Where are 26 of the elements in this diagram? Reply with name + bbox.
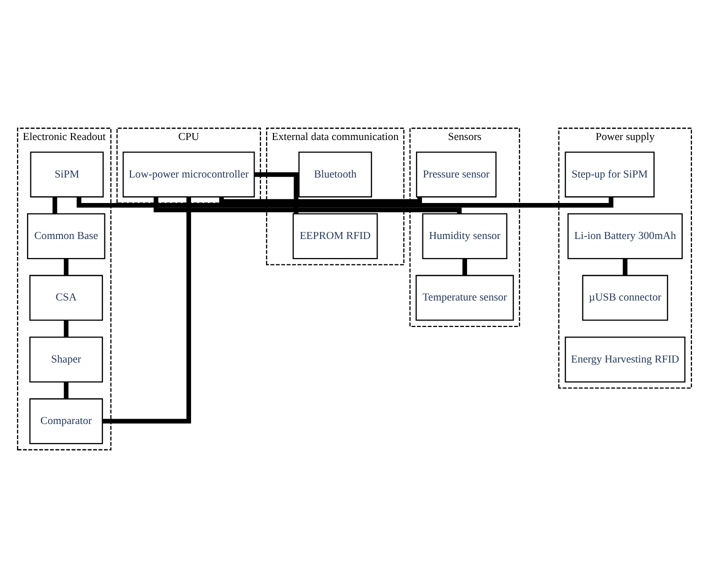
- connector: [622, 258, 628, 276]
- node-box: Low-power microcontroller: [122, 152, 255, 198]
- connector: [64, 382, 68, 399]
- node-box: Energy Harvesting RFID: [564, 336, 686, 382]
- node-box: µUSB connector: [582, 274, 668, 321]
- connector: [64, 320, 68, 338]
- connector: [219, 197, 422, 204]
- node-box: Pressure sensor: [416, 152, 497, 198]
- node-box: Humidity sensor: [422, 213, 508, 260]
- connector: [52, 197, 58, 214]
- node-box: Bluetooth: [298, 152, 372, 198]
- node-box: CSA: [29, 274, 103, 321]
- node-box: Shaper: [29, 336, 103, 382]
- connector: [462, 258, 468, 276]
- node-box: SiPM: [30, 152, 104, 198]
- connector: [254, 172, 298, 214]
- connector: [64, 258, 68, 276]
- node-box: EEPROM RFID: [292, 213, 378, 260]
- node-box: Common Base: [27, 213, 106, 260]
- node-box: Comparator: [29, 398, 103, 444]
- node-box: Li-ion Battery 300mAh: [567, 213, 683, 260]
- connector: [76, 196, 614, 208]
- connector: [102, 197, 192, 424]
- connector: [154, 196, 462, 214]
- node-box: Step-up for SiPM: [564, 152, 655, 198]
- node-box: Temperature sensor: [416, 274, 514, 321]
